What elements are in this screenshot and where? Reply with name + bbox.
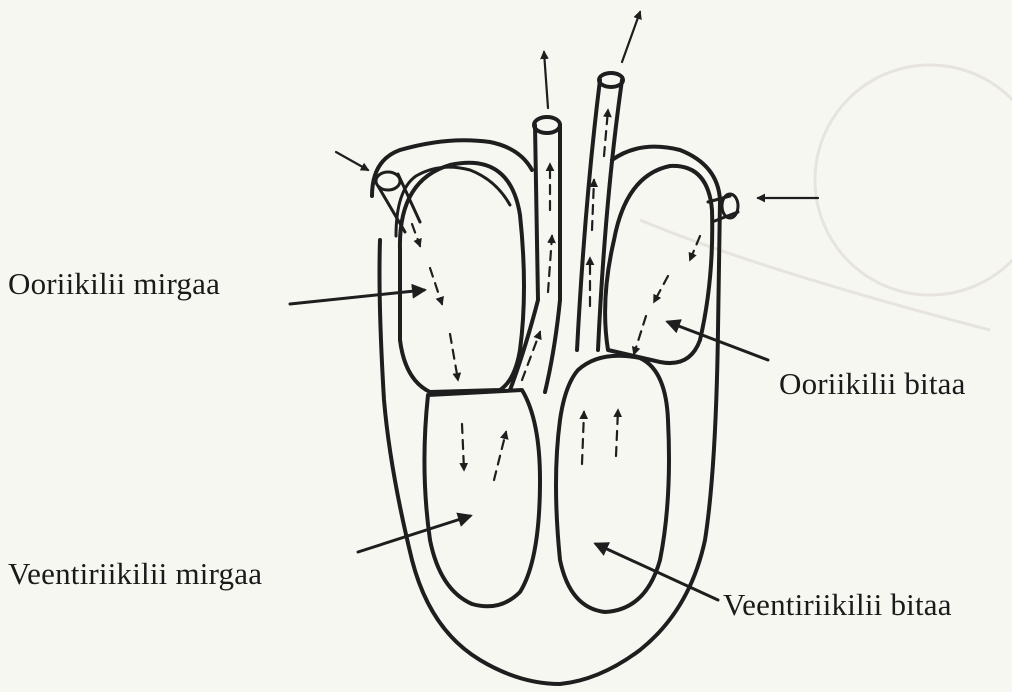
pulmonary-artery-opening [599,73,623,87]
leader-arrow-left-atrium [290,290,424,304]
pulmonary-artery-vessel [577,80,622,350]
label-left-atrium: Ooriikilii mirgaa [8,268,220,299]
label-right-atrium: Ooriikilii bitaa [779,368,966,399]
label-left-ventricle: Veentiriikilii mirgaa [8,558,262,589]
inflow-arrow-left [336,152,368,170]
label-right-ventricle: Veentiriikilii bitaa [723,589,952,620]
aorta-opening [534,117,560,133]
left-ventricle-chamber [424,390,540,606]
vena-cava-opening [376,172,400,190]
leader-arrow-right-ventricle [596,544,718,600]
right-ventricle-chamber [556,356,669,612]
leader-arrow-left-ventricle [358,516,470,552]
show-through-artifact [640,65,1012,330]
aorta-vessel [510,125,560,392]
outflow-arrow-aorta [544,52,548,108]
outflow-arrow-pulmonary [622,12,640,62]
